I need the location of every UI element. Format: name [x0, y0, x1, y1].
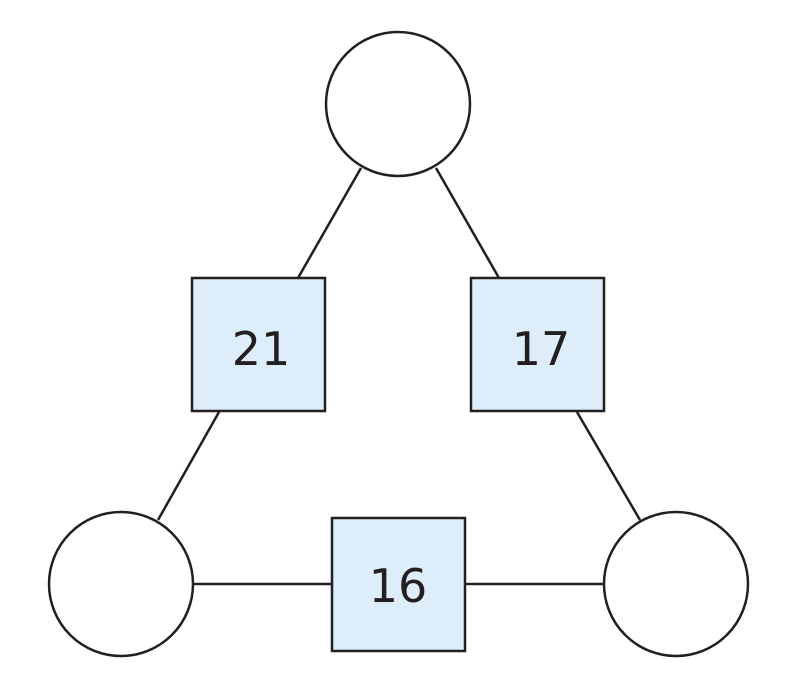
edge-top-to-right-box [434, 167, 501, 279]
sum-bottom-label: 16 [369, 559, 428, 613]
edge-left-box-to-bottom-left [156, 411, 221, 521]
sum-right-label: 17 [512, 322, 571, 376]
sum-left-label: 21 [232, 322, 291, 376]
edge-top-to-left-box [296, 167, 363, 279]
circle-bottom-left[interactable] [47, 510, 195, 658]
circle-bottom-right[interactable] [602, 510, 750, 658]
sum-box-right: 17 [469, 276, 606, 413]
sum-box-bottom: 16 [330, 516, 467, 653]
circle-top[interactable] [324, 30, 472, 178]
sum-box-left: 21 [190, 276, 327, 413]
edge-right-box-to-bottom-right [575, 411, 642, 521]
